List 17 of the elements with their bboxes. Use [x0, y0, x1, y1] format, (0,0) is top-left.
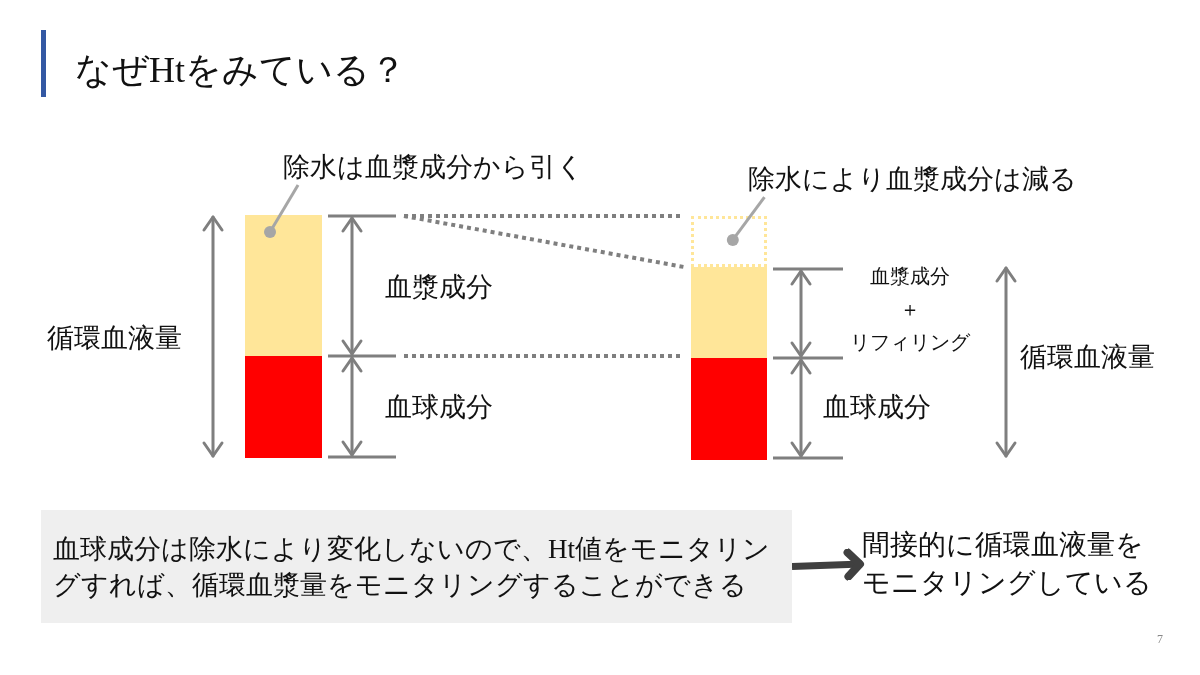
leader-line: [264, 184, 300, 238]
plasma-segment: [245, 215, 322, 356]
slide-title: なぜHtをみている？: [75, 49, 406, 92]
callout-text: 除水により血漿成分は減る: [748, 162, 1077, 198]
volume-label: 循環血液量: [1020, 341, 1155, 374]
page-number: 7: [1157, 632, 1163, 648]
callout-text: 除水は血漿成分から引く: [283, 150, 584, 186]
leader-line: [726, 196, 766, 246]
conclusion-text: 間接的に循環血液量をモニタリングしている: [862, 526, 1162, 602]
dimension-label: 血漿成分＋リフィリング: [849, 264, 971, 355]
dimension-label: 血球成分: [385, 391, 493, 424]
plasma-segment: [691, 267, 767, 358]
volume-label: 循環血液量: [47, 322, 182, 355]
note-box: 血球成分は除水により変化しないので、Ht値をモニタリングすれば、循環血漿量をモニタリングすることができる: [41, 510, 792, 623]
dimension-label: 血漿成分: [385, 271, 493, 304]
dimension-label: 血球成分: [823, 391, 931, 424]
arrow: [791, 548, 864, 581]
